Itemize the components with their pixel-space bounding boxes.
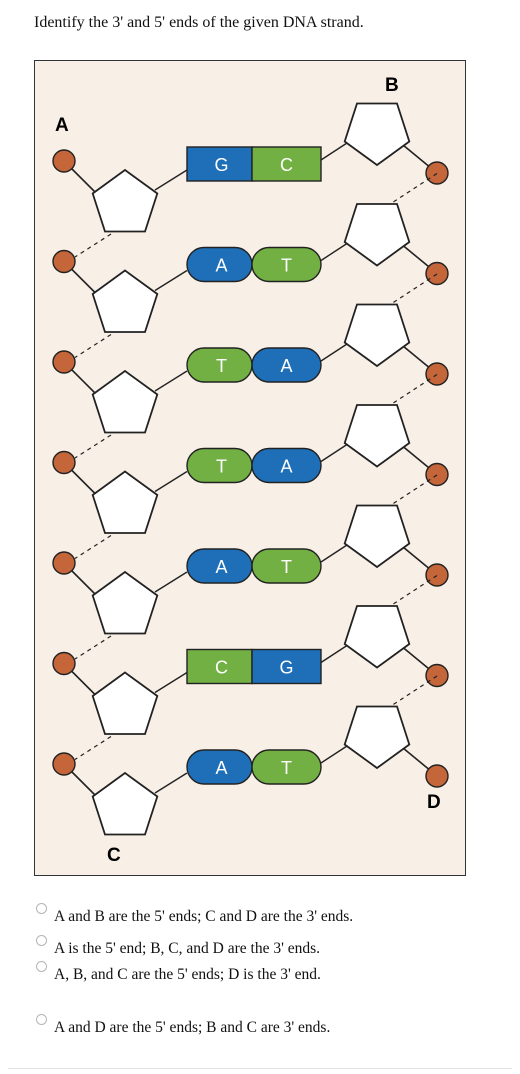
backbone-link: [390, 172, 438, 205]
base-connector: [320, 242, 348, 262]
base-connector: [320, 644, 348, 664]
base-letter-left: A: [215, 256, 227, 276]
backbone-link: [390, 675, 438, 707]
phosphate-circle: [52, 350, 76, 374]
base-letter-left: T: [216, 457, 227, 477]
base-connector: [154, 269, 188, 292]
option-label: A and D are the 5' ends; B and C are 3' …: [54, 1019, 331, 1036]
base-right: [251, 749, 322, 785]
base-letter-left: T: [216, 356, 227, 376]
phosphate-circle: [52, 149, 76, 173]
base-right: [251, 648, 322, 685]
phosphate-circle: [425, 161, 449, 185]
end-label-a: A: [55, 115, 69, 136]
sugar-pentagon: [343, 404, 411, 468]
sugar-pentagon: [343, 203, 411, 267]
sugar-pentagon: [343, 102, 411, 167]
backbone-link: [390, 574, 438, 607]
phosphate-circle: [425, 764, 449, 788]
sugar-pentagon: [91, 671, 159, 735]
base-letter-left: A: [215, 557, 227, 577]
base-right: [251, 447, 322, 484]
dna-strand-diagram: G C A T T A T A A T C G A T A B C D: [34, 60, 466, 876]
end-label-c: C: [107, 845, 121, 866]
base-letter-right: T: [281, 557, 292, 577]
backbone-link: [74, 534, 112, 560]
sugar-pentagon: [91, 771, 159, 836]
base-letter-right: C: [280, 155, 293, 175]
end-label-b: B: [385, 75, 399, 96]
option-label: A, B, and C are the 5' ends; D is the 3'…: [54, 966, 321, 983]
phosphate-circle: [52, 450, 76, 475]
base-right: [251, 548, 322, 584]
divider: [8, 1068, 512, 1069]
base-connector: [154, 571, 188, 593]
question-text: Identify the 3' and 5' ends of the given…: [34, 14, 364, 31]
base-connector: [320, 544, 348, 563]
backbone-link: [74, 735, 112, 761]
phosphate-circle: [425, 261, 449, 286]
base-right: [251, 146, 322, 182]
backbone-link: [74, 233, 112, 258]
base-connector: [320, 745, 348, 764]
sugar-pentagon: [91, 570, 159, 635]
base-connector: [154, 370, 188, 392]
sugar-pentagon: [343, 605, 411, 669]
phosphate-circle: [425, 663, 449, 688]
radio-button[interactable]: [36, 903, 47, 914]
phosphate-circle: [425, 362, 449, 386]
phosphate-circle: [425, 563, 449, 587]
phosphate-circle: [425, 462, 449, 487]
base-letter-right: T: [281, 758, 292, 778]
backbone-link: [74, 635, 112, 660]
sugar-pentagon: [91, 369, 159, 434]
dna-strand-svg: G C A T T A T A A T C G A T A B C D: [52, 75, 449, 866]
radio-button[interactable]: [36, 935, 47, 946]
backbone-link: [74, 333, 112, 359]
backbone-link: [390, 474, 438, 506]
sugar-pentagon: [91, 168, 159, 233]
base-connector: [154, 671, 188, 694]
phosphate-circle: [52, 651, 76, 676]
base-connector: [154, 772, 188, 794]
sugar-pentagon: [343, 303, 411, 368]
sugar-pentagon: [91, 470, 159, 534]
backbone-link: [390, 373, 438, 406]
phosphate-circle: [52, 551, 76, 575]
base-letter-left: A: [215, 758, 227, 778]
base-connector: [154, 169, 188, 191]
base-left: [186, 648, 253, 685]
base-letter-left: G: [214, 155, 228, 175]
phosphate-circle: [52, 249, 76, 274]
backbone-link: [74, 434, 112, 459]
base-connector: [320, 343, 348, 362]
base-letter-right: A: [280, 457, 292, 477]
sugar-pentagon: [343, 504, 411, 569]
sugar-pentagon: [343, 705, 411, 770]
phosphate-circle: [52, 752, 76, 776]
base-letter-right: A: [280, 356, 292, 376]
base-connector: [320, 443, 348, 463]
option-label: A and B are the 5' ends; C and D are the…: [54, 908, 354, 925]
backbone-link: [390, 273, 438, 305]
sugar-pentagon: [91, 269, 159, 333]
radio-button[interactable]: [36, 961, 47, 972]
base-connector: [154, 470, 188, 493]
radio-button[interactable]: [36, 1014, 47, 1025]
base-right: [251, 347, 322, 383]
base-letter-right: T: [281, 256, 292, 276]
base-connector: [320, 142, 348, 161]
base-letter-right: G: [279, 658, 293, 678]
end-label-d: D: [427, 792, 441, 813]
base-right: [251, 246, 322, 283]
base-letter-left: C: [215, 658, 228, 678]
option-label: A is the 5' end; B, C, and D are the 3' …: [54, 940, 321, 957]
